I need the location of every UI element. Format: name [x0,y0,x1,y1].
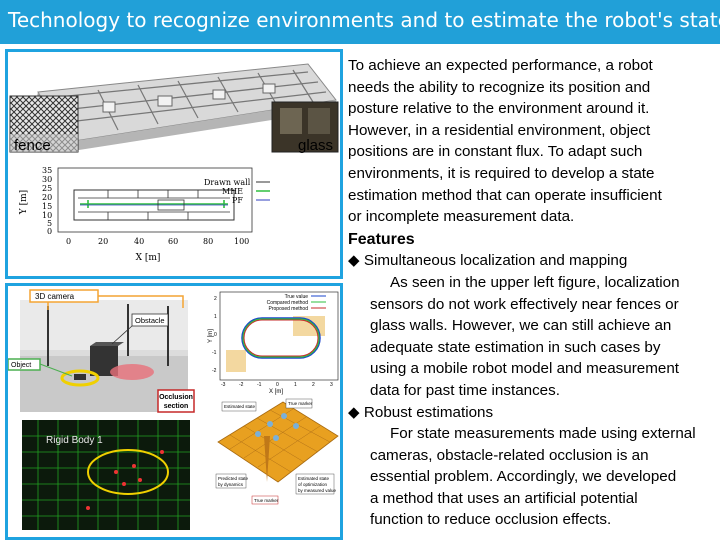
traj-ylabel: Y [m] [208,329,214,343]
bullet-robust-line: essential problem. Accordingly, we devel… [370,468,677,486]
surf-predicted-1: Predicted state [218,476,249,481]
legend-drawn-wall: Drawn wall [204,178,251,187]
intro-line: environments, it is required to develop … [348,164,655,182]
features-heading: Features [348,230,415,248]
glass-label: glass [298,137,333,154]
traj-xtick: 3 [330,382,333,388]
traj-ytick: 0 [214,332,217,338]
xtick: 20 [98,237,108,246]
fence-label: fence [14,137,51,154]
traj-xtick: -1 [257,382,262,388]
bullet-slam-line: glass walls. However, we can still achie… [370,317,672,335]
title-bar: Technology to recognize environments and… [0,0,720,44]
surf-opt-3: by measured value [298,488,337,493]
intro-line: To achieve an expected performance, a ro… [348,57,653,74]
ytick: 20 [42,193,52,202]
surf-true-marker-bottom: True marker [254,498,279,503]
traj-legend-proposed: Proposed method [269,306,309,312]
slam-figure: fence glass Y [m] 35 30 25 20 15 10 5 0 … [9,54,339,263]
xtick: 100 [234,237,249,246]
camera-label: 3D camera [35,292,75,301]
surf-estimated-label: Estimated state [224,404,256,409]
object-label: Object [11,362,31,369]
bullet-robust-line: function to reduce occlusion effects. [370,511,612,529]
map-plot: Y [m] 35 30 25 20 15 10 5 0 0 20 40 60 8… [19,166,270,263]
xtick: 0 [66,237,71,246]
xtick: 80 [203,237,213,246]
ytick: 30 [42,175,52,184]
ytick: 15 [42,202,52,211]
intro-line: However, in a residential environment, o… [348,121,651,139]
traj-legend-true: True value [285,294,309,300]
bullet-slam-line: sensors do not work effectively near fen… [370,295,679,313]
potential-surface: Estimated state True marker Predicted st… [215,398,339,505]
intro-line: posture relative to the environment arou… [348,100,650,118]
ytick: 0 [47,227,52,236]
surf-opt-2: of optimization [298,482,328,487]
bullet-slam-line: using a mobile robot model and measureme… [370,360,679,378]
occlusion-label-2: section [164,403,189,410]
traj-ytick: -2 [212,368,217,374]
traj-xtick: -2 [239,382,244,388]
fence-photo: fence [9,95,79,154]
ytick: 25 [42,184,52,193]
occlusion-figure: 3D camera Obstacle Object Occlusion sect… [8,289,339,530]
traj-ytick: -1 [212,350,217,356]
intro-line: positions are in constant flux. To adapt… [348,143,643,161]
intro-line: or incomplete measurement data. [348,208,575,226]
intro-line: estimation method that can operate insuf… [348,186,662,204]
bullet-slam: ◆ Simultaneous localization and mapping [348,252,628,270]
bullet-slam-line: As seen in the upper left figure, locali… [390,273,680,291]
ytick: 10 [42,211,52,220]
bullet-slam-line: data for past time instances. [370,381,560,399]
bullet-slam-line: adequate state estimation in such cases … [370,338,661,356]
traj-xlabel: X [m] [269,389,283,395]
legend-mhe: MHE [222,187,243,196]
occlusion-panel: 3D camera Obstacle Object Occlusion sect… [5,283,343,540]
map-xlabel: X [m] [136,253,161,263]
traj-xtick: 1 [294,382,297,388]
xtick: 60 [168,237,178,246]
ytick: 35 [42,166,52,175]
trajectory-plot: True value Compared method Proposed meth… [208,291,339,395]
legend-pf: PF [232,196,243,205]
glass-photo: glass [271,101,339,154]
page-title: Technology to recognize environments and… [8,8,720,32]
traj-ytick: 2 [214,296,217,302]
ytick: 5 [47,219,52,228]
slam-panel: fence glass Y [m] 35 30 25 20 15 10 5 0 … [5,49,343,279]
map-ylabel: Y [m] [19,190,29,215]
traj-xtick: 2 [312,382,315,388]
traj-xtick: -3 [221,382,226,388]
surf-true-marker-top: True marker [288,401,313,406]
traj-xtick: 0 [276,382,279,388]
surf-predicted-2: by dynamics [218,482,244,487]
bullet-robust-line: a method that uses an artificial potenti… [370,489,638,507]
xtick: 40 [134,237,144,246]
mocap-view: Rigid Body 1 [22,420,190,530]
bullet-robust-line: For state measurements made using extern… [390,425,696,443]
rigid-body-label: Rigid Body 1 [46,435,103,446]
traj-legend-compared: Compared method [267,300,309,306]
obstacle-label: Obstacle [135,316,165,325]
intro-line: needs the ability to recognize its posit… [348,78,651,96]
surf-opt-1: Estimated state [298,476,330,481]
occlusion-label: Occlusion [159,394,193,401]
bullet-robust-line: cameras, obstacle-related occlusion is a… [370,446,649,464]
traj-ytick: 1 [214,314,217,320]
bullet-robust: ◆ Robust estimations [348,403,494,421]
description-text: To achieve an expected performance, a ro… [348,55,718,531]
